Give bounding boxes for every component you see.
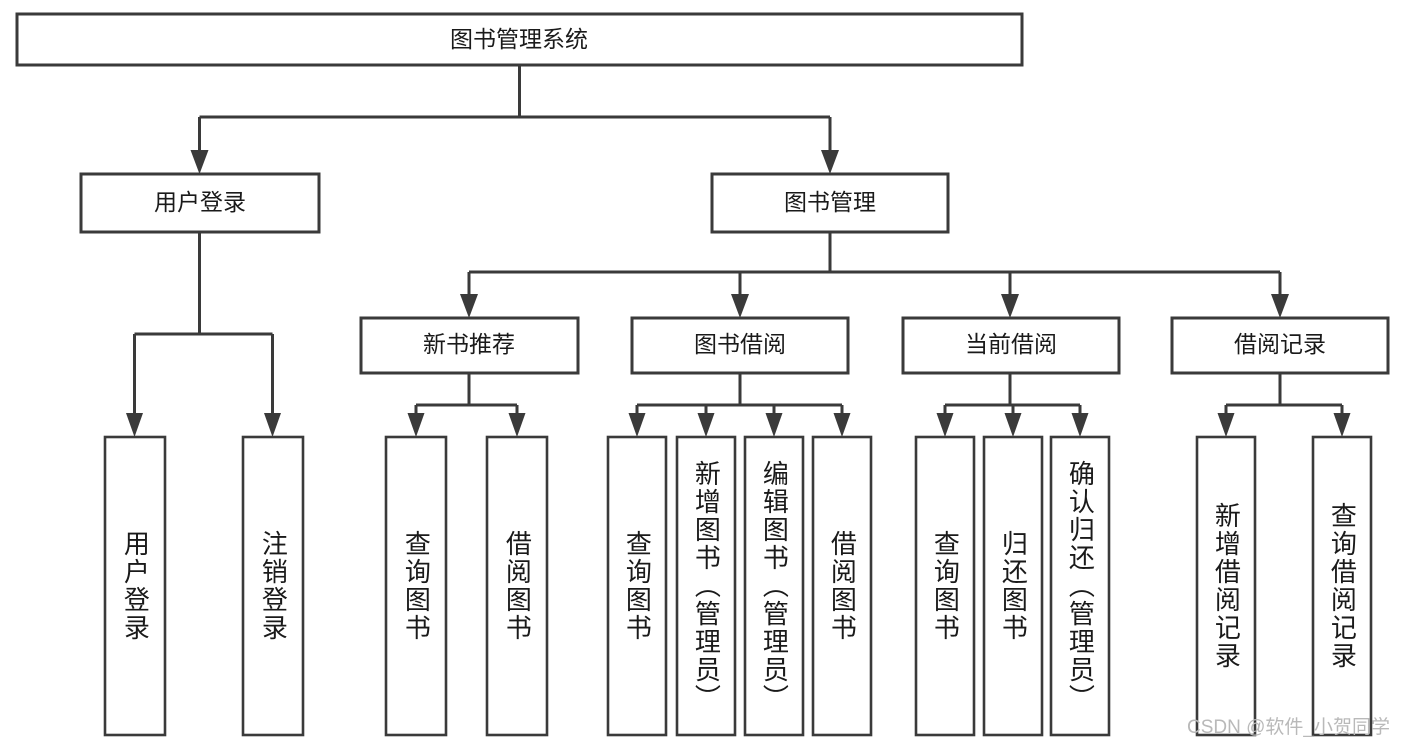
node-leaf-query-books-borrow-box[interactable]: [606, 435, 668, 737]
arrow-head-book-borrow: [731, 294, 749, 318]
arrow-head-leaf-query-borrow-record: [1333, 413, 1351, 437]
node-user-login-box[interactable]: [79, 172, 321, 234]
node-book-borrow[interactable]: 图书借阅: [630, 316, 850, 375]
node-leaf-logout-box[interactable]: [241, 435, 305, 737]
node-borrow-record-box[interactable]: [1170, 316, 1390, 375]
node-current-borrow[interactable]: 当前借阅: [901, 316, 1121, 375]
node-book-management-box[interactable]: [710, 172, 950, 234]
arrow-head-book-management: [821, 150, 839, 174]
arrow-head-leaf-borrow-books-recommend: [508, 413, 526, 437]
arrow-head-leaf-add-borrow-record: [1217, 413, 1235, 437]
node-new-book-recommend[interactable]: 新书推荐: [359, 316, 580, 375]
arrow-head-leaf-query-books-recommend: [407, 413, 425, 437]
node-leaf-return-books-box[interactable]: [982, 435, 1044, 737]
arrow-head-leaf-query-books-current: [936, 413, 954, 437]
node-leaf-add-book-admin-box[interactable]: [675, 435, 737, 737]
arrow-head-leaf-borrow-books: [833, 413, 851, 437]
node-user-login-label: 用户登录: [154, 189, 246, 215]
node-leaf-query-books-recommend-box[interactable]: [384, 435, 448, 737]
node-current-borrow-box[interactable]: [901, 316, 1121, 375]
node-leaf-user-login-box[interactable]: [103, 435, 167, 737]
arrow-head-new-book-recommend: [460, 294, 478, 318]
node-book-management[interactable]: 图书管理: [710, 172, 950, 234]
node-borrow-record-label: 借阅记录: [1234, 331, 1326, 357]
node-leaf-add-borrow-record-box[interactable]: [1195, 435, 1257, 737]
node-leaf-edit-book-admin-box[interactable]: [743, 435, 805, 737]
connector-layer: [126, 65, 1351, 437]
node-leaf-query-books-current-box[interactable]: [914, 435, 976, 737]
arrow-head-leaf-user-login: [126, 413, 143, 437]
arrow-head-leaf-query-books-borrow: [628, 413, 646, 437]
arrow-head-user-login: [190, 150, 209, 174]
watermark-label: CSDN @软件_小贺同学: [1187, 716, 1390, 738]
node-root[interactable]: 图书管理系统: [15, 12, 1024, 67]
arrow-head-current-borrow: [1001, 294, 1019, 318]
node-leaf-borrow-books-recommend-box[interactable]: [485, 435, 549, 737]
node-book-borrow-label: 图书借阅: [694, 331, 786, 357]
node-borrow-record[interactable]: 借阅记录: [1170, 316, 1390, 375]
arrow-head-leaf-return-books: [1004, 413, 1022, 437]
node-root-box[interactable]: [15, 12, 1024, 67]
node-root-label: 图书管理系统: [450, 26, 588, 52]
arrow-head-leaf-add-book-admin: [697, 413, 715, 437]
node-leaf-query-borrow-record-box[interactable]: [1311, 435, 1373, 737]
arrow-head-borrow-record: [1271, 294, 1289, 318]
node-leaf-borrow-books-box[interactable]: [811, 435, 873, 737]
node-leaf-confirm-return-admin-box[interactable]: [1049, 435, 1111, 737]
leaf-box-layer: [103, 435, 1373, 737]
node-user-login[interactable]: 用户登录: [79, 172, 321, 234]
node-book-borrow-box[interactable]: [630, 316, 850, 375]
node-current-borrow-label: 当前借阅: [965, 331, 1057, 357]
node-new-book-recommend-label: 新书推荐: [423, 331, 515, 357]
node-new-book-recommend-box[interactable]: [359, 316, 580, 375]
arrow-head-leaf-logout: [264, 413, 281, 437]
arrow-head-leaf-edit-book-admin: [765, 413, 783, 437]
arrow-head-leaf-confirm-return-admin: [1071, 413, 1089, 437]
node-book-management-label: 图书管理: [784, 189, 876, 215]
